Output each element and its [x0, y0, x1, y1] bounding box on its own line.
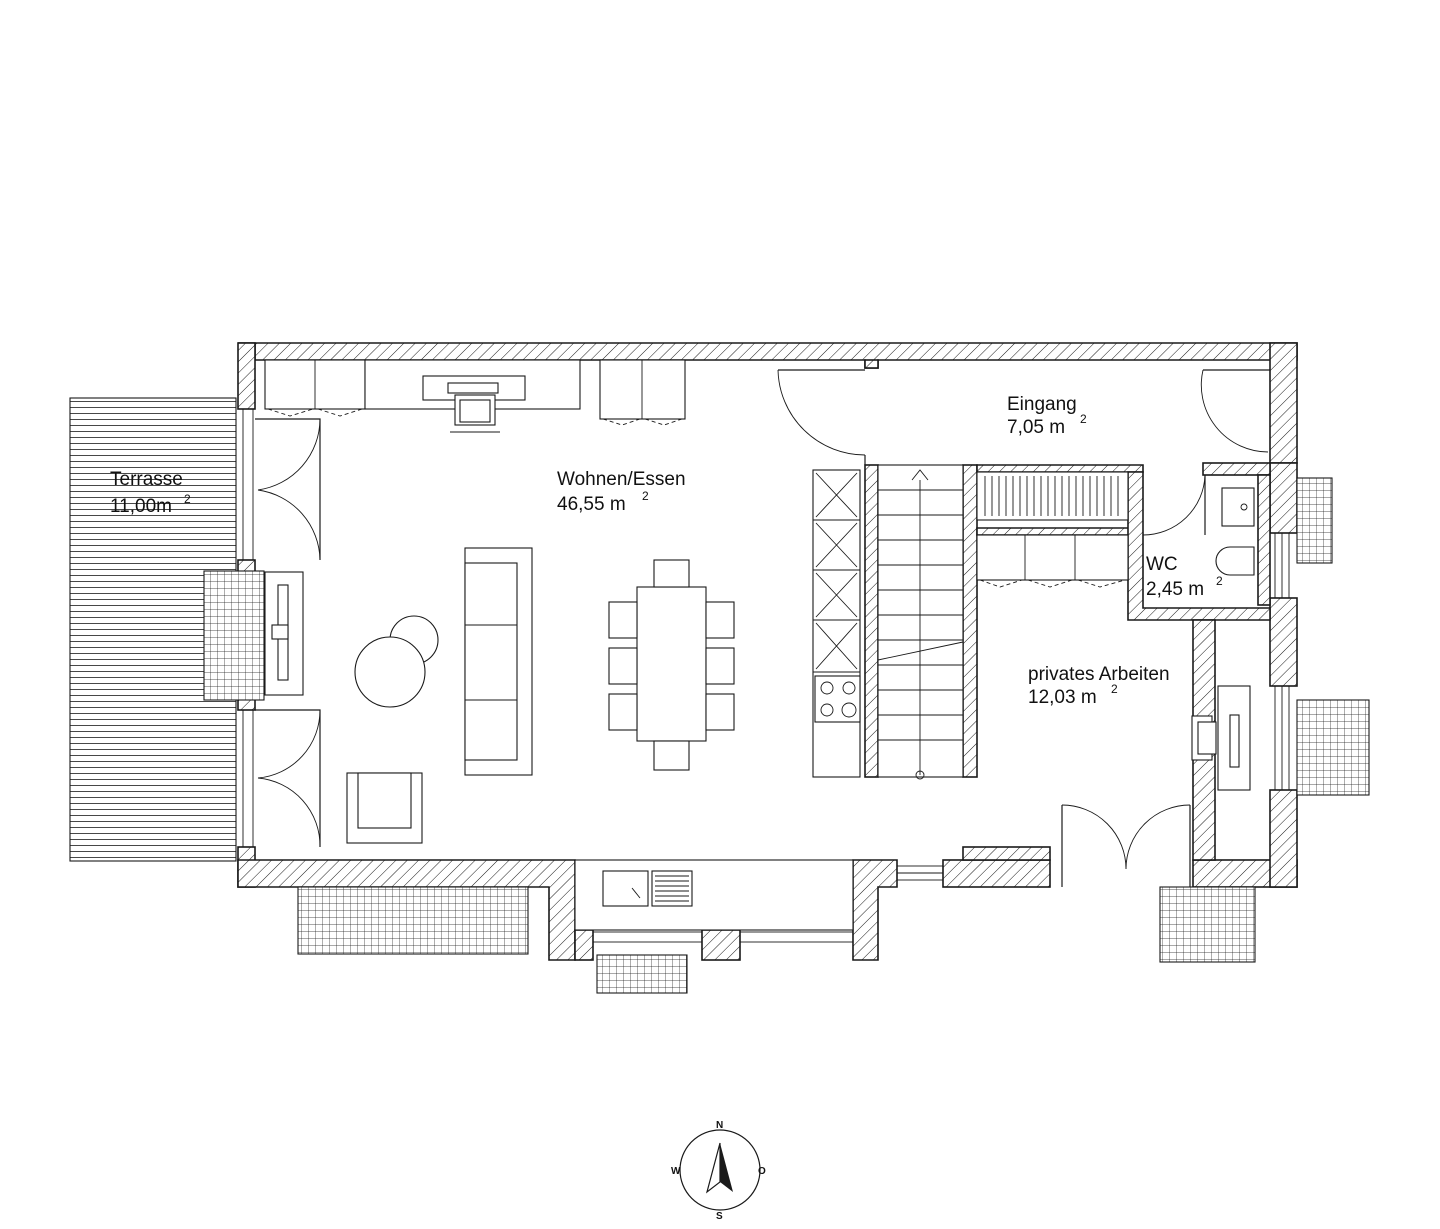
- room-area-exp-wohnen: 2: [642, 489, 649, 503]
- armchair: [346, 772, 423, 844]
- compass-west: W: [671, 1166, 681, 1177]
- room-name-arbeiten: privates Arbeiten: [1028, 664, 1170, 685]
- round-tables: [354, 615, 439, 708]
- kitchen-sink: [574, 859, 854, 931]
- compass-east: O: [758, 1166, 766, 1177]
- doors: [255, 369, 1270, 887]
- interior-walls: [864, 359, 1271, 861]
- room-label-terrasse: Terrasse 11,00m 2: [110, 469, 191, 517]
- compass-north: N: [716, 1120, 723, 1131]
- room-name-terrasse: Terrasse: [110, 469, 183, 490]
- room-name-wc: WC: [1146, 554, 1178, 575]
- room-area-arbeiten: 12,03 m: [1028, 687, 1097, 708]
- room-label-eingang: Eingang 7,05 m 2: [1007, 394, 1087, 438]
- fireplace: [203, 570, 304, 701]
- room-area-exp-terrasse: 2: [184, 492, 191, 506]
- kitchen: [812, 469, 861, 778]
- room-name-wohnen: Wohnen/Essen: [557, 469, 686, 490]
- planters: [297, 477, 1370, 994]
- staircase: [877, 464, 964, 780]
- room-area-exp-wc: 2: [1216, 574, 1223, 588]
- compass-icon: N O S W: [671, 1120, 766, 1222]
- room-name-eingang: Eingang: [1007, 394, 1077, 415]
- cabinets: [264, 359, 1129, 588]
- room-area-exp-eingang: 2: [1080, 412, 1087, 426]
- desk-chair-top: [447, 382, 500, 433]
- room-area-wohnen: 46,55 m: [557, 494, 626, 515]
- room-label-arbeiten: privates Arbeiten 12,03 m 2: [1028, 664, 1170, 708]
- dining-table: [608, 559, 735, 771]
- sofa: [464, 547, 533, 776]
- room-area-exp-arbeiten: 2: [1111, 682, 1118, 696]
- windows: [242, 408, 1290, 943]
- room-area-wc: 2,45 m: [1146, 579, 1204, 600]
- compass-south: S: [716, 1211, 723, 1222]
- room-area-eingang: 7,05 m: [1007, 417, 1065, 438]
- room-area-terrasse: 11,00m: [110, 496, 172, 517]
- room-label-wohnen: Wohnen/Essen 46,55 m 2: [557, 469, 686, 515]
- room-label-wc: WC 2,45 m 2: [1146, 554, 1223, 600]
- wc-fixtures: [1215, 487, 1255, 576]
- office-desk: [1191, 685, 1251, 791]
